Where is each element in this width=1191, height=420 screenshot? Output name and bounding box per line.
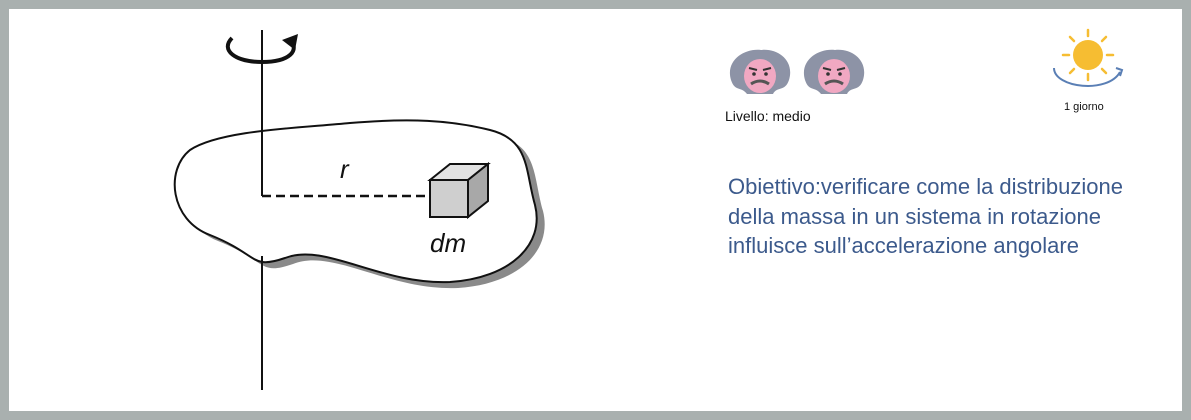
rotation-arrow-head [282,34,298,50]
rotation-diagram: r dm [173,30,545,390]
rigid-body-outline [173,119,538,284]
difficulty-level: Livello: medio [725,108,811,124]
mass-element-cube [427,161,491,220]
einstein-face-icon [729,49,791,94]
mass-label: dm [430,228,466,258]
radius-label: r [340,154,350,184]
rotation-arrow-icon [225,36,296,65]
objective-text: Obiettivo:verificare come la distribuzio… [728,174,1123,258]
sun-cycle-icon [1053,28,1124,87]
einstein-face-icon [803,49,865,94]
duration-label: 1 giorno [1064,101,1104,113]
difficulty-icons [727,46,867,98]
